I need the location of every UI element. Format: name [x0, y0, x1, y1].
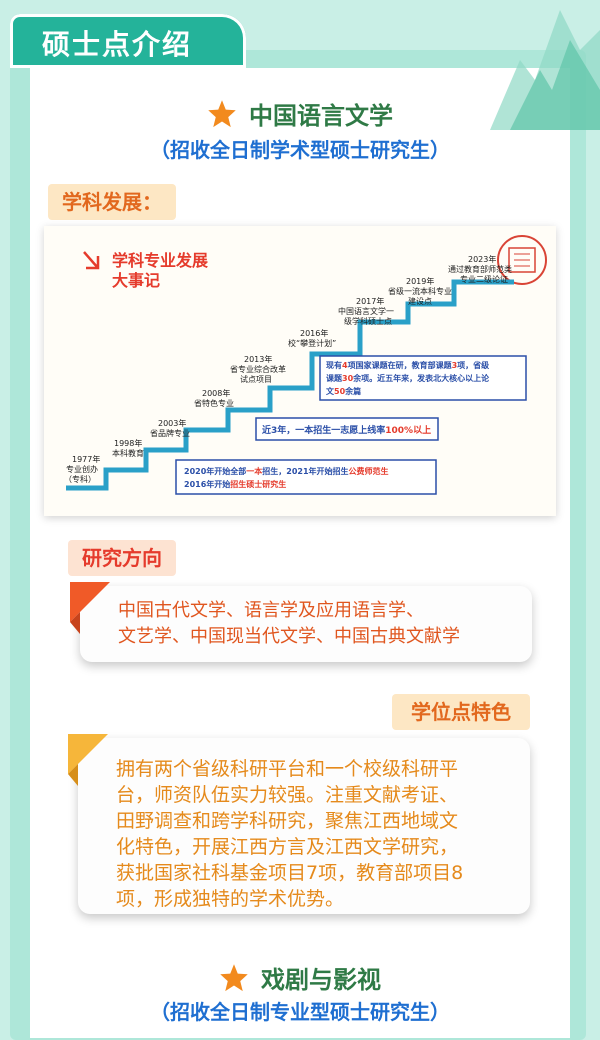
milestone-text: 通过教育部师范类 — [448, 264, 512, 274]
timeline-graphic: 学科专业发展 大事记 1977年 专业创办 （专科） 1998年 本科教育 20… — [64, 235, 547, 495]
major2-name: 戏剧与影视 — [261, 966, 381, 994]
star-icon — [220, 963, 248, 991]
features-card: 拥有两个省级科研平台和一个校级科研平 台，师资队伍实力较强。注重文献考证、 田野… — [68, 734, 530, 914]
enrollment-rate-text: 近3年，一本招生一志愿上线率100%以上 — [262, 424, 431, 436]
milestone-text: 省特色专业 — [194, 398, 234, 408]
milestone-year: 1998年 — [114, 438, 142, 448]
milestone-text: 省品牌专业 — [150, 428, 190, 438]
milestone-year: 2008年 — [202, 388, 230, 398]
research-stats-line1: 现有4项国家课题在研，教育部课题3项，省级 — [326, 360, 490, 370]
mountain-decoration — [490, 10, 600, 130]
milestone-text: 专业二级论证 — [460, 274, 508, 284]
milestone-text: （专科） — [64, 474, 96, 484]
milestone-text: 省级一流本科专业 — [388, 286, 452, 296]
research-stats-line2: 课题30余项。近五年来，发表北大核心以上论 — [326, 373, 490, 383]
features-line: 化特色，开展江西方言及江西文学研究， — [116, 836, 459, 858]
major1-type: （招收全日制学术型硕士研究生） — [150, 138, 450, 162]
arrow-icon — [83, 251, 100, 270]
milestone-year: 1977年 — [72, 454, 100, 464]
timeline-title-2: 大事记 — [112, 271, 160, 290]
research-stats-line3: 文50余篇 — [326, 386, 361, 396]
features-line: 项，形成独特的学术优势。 — [116, 888, 345, 910]
features-line: 田野调查和跨学科研究，聚焦江西地域文 — [116, 810, 459, 832]
milestone-timeline: 学科专业发展 大事记 1977年 专业创办 （专科） 1998年 本科教育 20… — [44, 226, 556, 516]
features-line: 拥有两个省级科研平台和一个校级科研平 — [116, 758, 459, 780]
features-line: 台，师资队伍实力较强。注重文献考证、 — [116, 784, 459, 806]
research-line1: 中国古代文学、语言学及应用语言学、 — [118, 600, 424, 621]
milestone-year: 2016年 — [300, 328, 328, 338]
milestone-year: 2017年 — [356, 296, 384, 306]
milestone-year: 2023年 — [468, 254, 496, 264]
major1-name: 中国语言文学 — [249, 102, 393, 130]
major1-title: 中国语言文学 — [0, 96, 600, 131]
major2-type: （招收全日制专业型硕士研究生） — [150, 1000, 450, 1024]
major2-title: 戏剧与影视 — [0, 960, 600, 995]
milestone-year: 2003年 — [158, 418, 186, 428]
milestone-text: 本科教育 — [112, 448, 144, 458]
admission-box — [175, 459, 437, 495]
milestone-year: 2013年 — [244, 354, 272, 364]
milestone-text: 建设点 — [408, 296, 432, 306]
milestone-text: 中国语言文学一 — [338, 306, 394, 316]
ribbon-icon — [70, 582, 110, 634]
milestone-text: 专业创办 — [66, 464, 98, 474]
ribbon-icon — [68, 734, 108, 786]
research-label: 研究方向 — [68, 540, 176, 576]
timeline-title-1: 学科专业发展 — [112, 251, 209, 270]
milestone-text: 省专业综合改革 — [230, 364, 286, 374]
features-label: 学位点特色 — [392, 694, 530, 730]
research-stats-box — [319, 355, 527, 401]
page-title: 硕士点介绍 — [42, 28, 193, 61]
milestone-text: 级学科硕士点 — [344, 316, 392, 326]
milestone-text: 试点项目 — [240, 374, 272, 384]
research-card: 中国古代文学、语言学及应用语言学、 文艺学、中国现当代文学、中国古典文献学 — [70, 582, 532, 662]
features-line: 获批国家社科基金项目7项，教育部项目8 — [116, 862, 464, 884]
milestone-year: 2019年 — [406, 276, 434, 286]
page-header-tab: 硕士点介绍 — [10, 14, 246, 68]
admission-line2: 2016年开始招生硕士研究生 — [184, 479, 286, 489]
admission-line1: 2020年开始全部一本招生，2021年开始招生公费师范生 — [184, 466, 389, 476]
research-line2: 文艺学、中国现当代文学、中国古典文献学 — [118, 626, 460, 647]
milestone-text: 校“攀登计划” — [288, 338, 336, 348]
star-icon — [208, 99, 236, 127]
enrollment-rate-box — [255, 417, 439, 441]
seal-stamp — [497, 235, 547, 285]
development-label: 学科发展： — [48, 184, 176, 220]
timeline-staircase — [66, 279, 514, 491]
